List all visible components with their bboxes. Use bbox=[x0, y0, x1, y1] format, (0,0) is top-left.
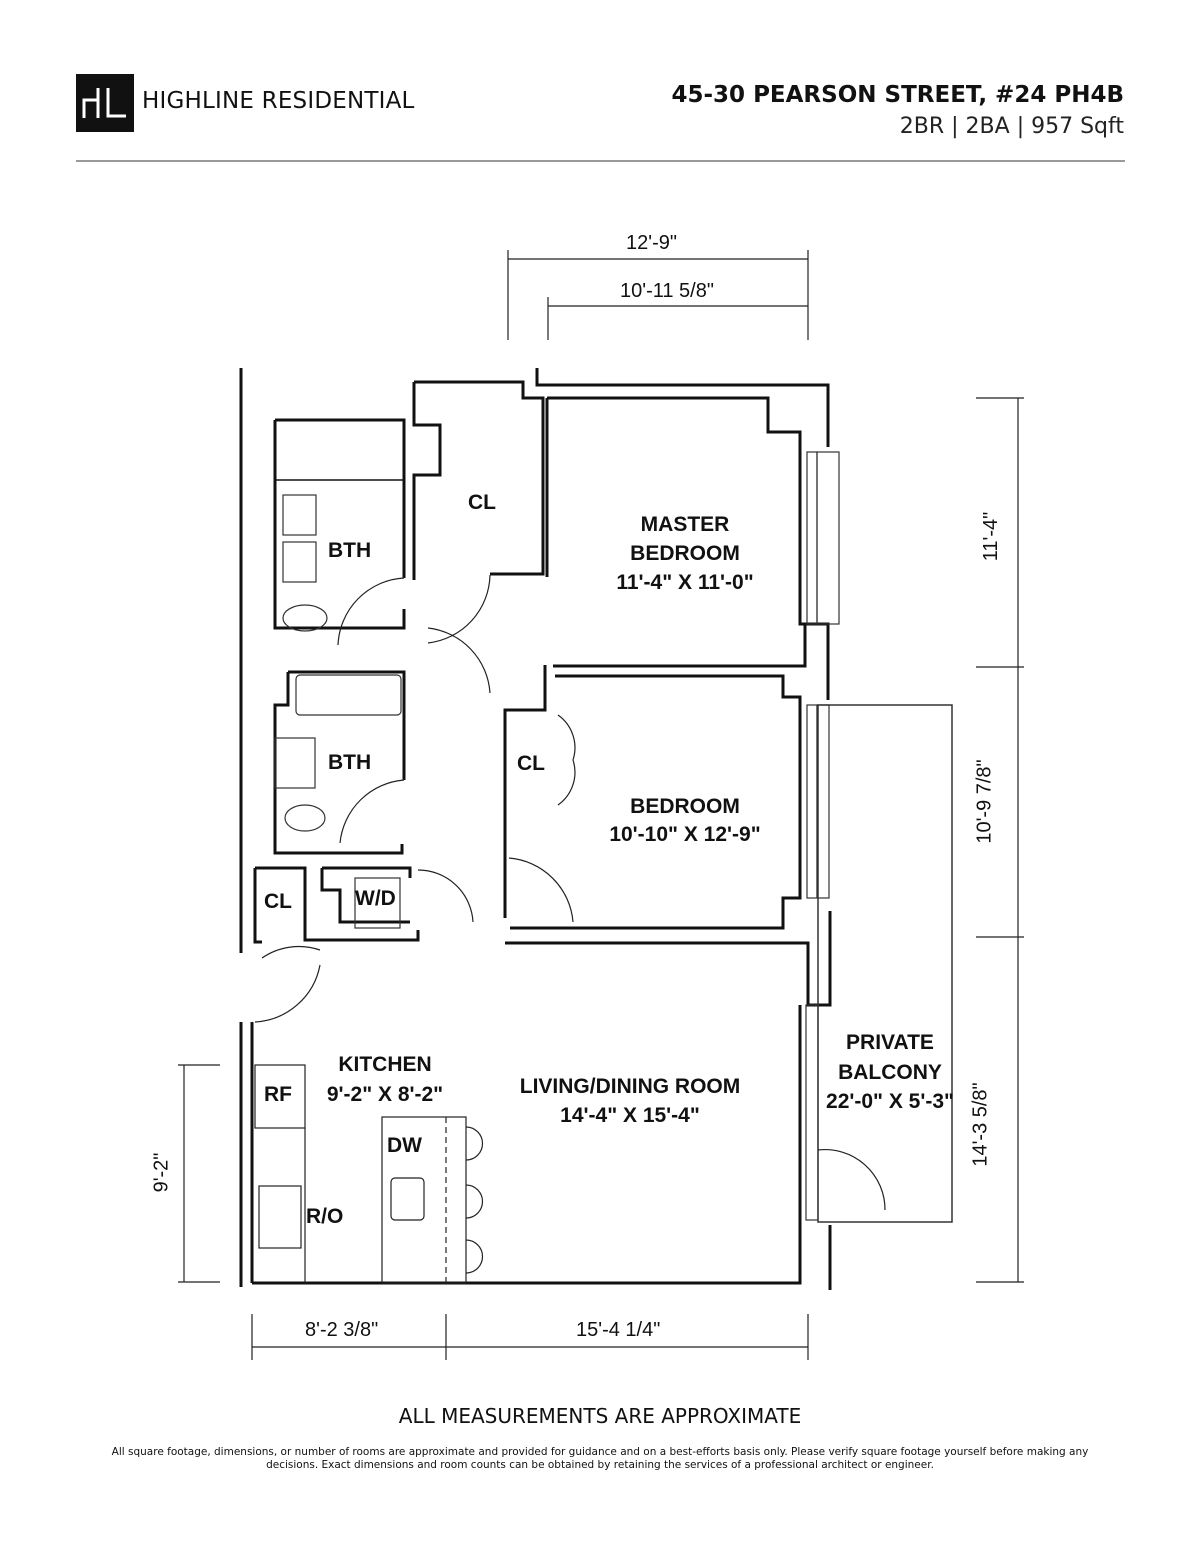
measurements-note: ALL MEASUREMENTS ARE APPROXIMATE bbox=[398, 1404, 802, 1428]
dim-top-overall: 12'-9" bbox=[626, 232, 677, 254]
hl-logo-icon bbox=[82, 88, 126, 118]
appliance-dishwasher: DW bbox=[387, 1134, 422, 1157]
room-bedroom-closet: CL bbox=[517, 752, 545, 775]
balcony-outline bbox=[817, 704, 953, 1223]
room-master-bedroom-line2: BEDROOM bbox=[630, 542, 740, 565]
dim-right-lower: 14'-3 5/8" bbox=[969, 1082, 992, 1167]
room-bath-2: BTH bbox=[328, 751, 372, 774]
room-master-bedroom-size: 11'-4" X 11'-0" bbox=[616, 571, 754, 594]
room-balcony-line1: PRIVATE bbox=[846, 1031, 934, 1054]
room-master-bedroom-line1: MASTER bbox=[640, 513, 730, 536]
room-entry-closet: CL bbox=[264, 890, 292, 913]
dim-right-middle: 10'-9 7/8" bbox=[973, 759, 996, 844]
dim-bottom-left: 8'-2 3/8" bbox=[305, 1319, 379, 1341]
dim-left-kitchen: 9'-2" bbox=[150, 1152, 173, 1193]
appliance-range-oven: R/O bbox=[306, 1205, 344, 1228]
property-specs: 2BR | 2BA | 957 Sqft bbox=[899, 114, 1124, 139]
dim-bottom-right: 15'-4 1/4" bbox=[576, 1319, 661, 1341]
room-living-dining: LIVING/DINING ROOM bbox=[519, 1075, 741, 1098]
room-bath-1: BTH bbox=[328, 539, 372, 562]
room-balcony-line2: BALCONY bbox=[838, 1061, 942, 1084]
room-kitchen: KITCHEN bbox=[338, 1053, 432, 1076]
property-address: 45-30 PEARSON STREET, #24 PH4B bbox=[671, 82, 1125, 108]
dim-top-inner: 10'-11 5/8" bbox=[620, 280, 714, 302]
logo-mark bbox=[76, 74, 134, 132]
header-divider bbox=[76, 160, 1125, 162]
dim-right-upper: 11'-4" bbox=[980, 511, 1003, 562]
appliance-refrigerator: RF bbox=[264, 1083, 292, 1106]
room-bedroom-size: 10'-10" X 12'-9" bbox=[609, 823, 761, 846]
room-closet-top: CL bbox=[468, 491, 496, 514]
brand-name: HIGHLINE RESIDENTIAL bbox=[142, 88, 415, 114]
room-bedroom: BEDROOM bbox=[630, 795, 740, 818]
room-kitchen-size: 9'-2" X 8'-2" bbox=[326, 1083, 444, 1106]
room-living-dining-size: 14'-4" X 15'-4" bbox=[560, 1104, 700, 1127]
room-balcony-size: 22'-0" X 5'-3" bbox=[826, 1090, 954, 1113]
disclaimer-text: All square footage, dimensions, or numbe… bbox=[111, 1446, 1089, 1471]
room-laundry: W/D bbox=[355, 887, 396, 910]
